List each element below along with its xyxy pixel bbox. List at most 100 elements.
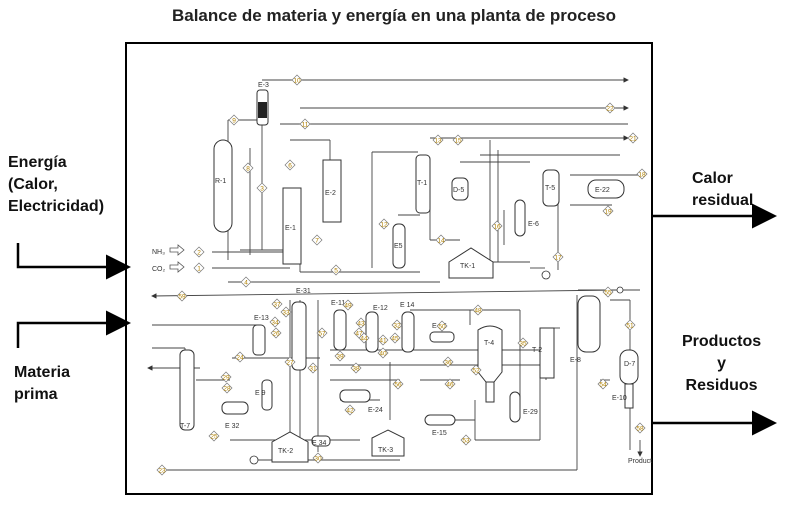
exchanger-e34 xyxy=(311,435,331,447)
svg-text:12: 12 xyxy=(380,221,388,228)
svg-text:59: 59 xyxy=(178,293,186,300)
tag-e3: E-3 xyxy=(258,82,269,89)
svg-text:49: 49 xyxy=(344,302,352,309)
tag-e32: E 32 xyxy=(225,423,240,430)
exchanger-e10 xyxy=(624,383,634,409)
tag-product: Product xyxy=(628,458,652,465)
svg-text:10: 10 xyxy=(293,77,301,84)
svg-text:28: 28 xyxy=(223,385,231,392)
tag-feed-co2: CO₂ xyxy=(152,266,166,273)
svg-text:48: 48 xyxy=(474,307,482,314)
tank-tk1 xyxy=(448,247,494,279)
tag-tk3: TK-3 xyxy=(378,447,393,454)
svg-text:53: 53 xyxy=(462,437,470,444)
svg-text:39: 39 xyxy=(336,353,344,360)
drum-d5 xyxy=(451,177,469,201)
column-t5 xyxy=(542,169,560,207)
column-e31 xyxy=(291,301,307,371)
stream-48: 48 xyxy=(472,304,484,316)
exchanger-e13 xyxy=(252,324,266,356)
energy-label-line-2: (Calor, xyxy=(8,176,58,193)
svg-text:14: 14 xyxy=(437,237,445,244)
svg-text:44: 44 xyxy=(360,335,368,342)
svg-text:57: 57 xyxy=(318,330,326,337)
svg-text:9: 9 xyxy=(232,117,236,124)
stream-12: 12 xyxy=(378,218,390,230)
svg-text:34: 34 xyxy=(271,319,279,326)
svg-text:36: 36 xyxy=(444,359,452,366)
svg-text:26: 26 xyxy=(272,330,280,337)
stream-45: 45 xyxy=(389,332,401,344)
svg-text:56: 56 xyxy=(394,381,402,388)
stream-27: 27 xyxy=(284,356,296,368)
stream-13: 13 xyxy=(432,134,444,146)
feed-arrows xyxy=(169,244,185,273)
stream-56: 56 xyxy=(392,378,404,390)
svg-text:4: 4 xyxy=(244,279,248,286)
tag-e1: E-1 xyxy=(285,225,296,232)
stream-59: 59 xyxy=(176,290,188,302)
tag-t1: T-1 xyxy=(417,180,427,187)
tag-e10: E-10 xyxy=(612,395,627,402)
stream-4: 4 xyxy=(240,276,252,288)
stream-16: 16 xyxy=(491,220,503,232)
svg-text:2: 2 xyxy=(197,249,201,256)
stream-40: 40 xyxy=(377,347,389,359)
column-e5 xyxy=(392,223,406,269)
svg-text:41: 41 xyxy=(379,337,387,344)
stream-37: 37 xyxy=(271,298,283,310)
svg-text:15: 15 xyxy=(454,137,462,144)
stream-54: 54 xyxy=(597,378,609,390)
svg-text:13: 13 xyxy=(434,137,442,144)
exchanger-e32 xyxy=(221,401,249,415)
stream-49: 49 xyxy=(342,299,354,311)
tag-e8: E-8 xyxy=(570,357,581,364)
svg-text:43: 43 xyxy=(357,320,365,327)
tag-e6: E-6 xyxy=(528,221,539,228)
stream-36: 36 xyxy=(442,356,454,368)
tag-t7: T-7 xyxy=(180,423,190,430)
svg-text:29: 29 xyxy=(222,374,230,381)
tag-e31: E-31 xyxy=(296,288,311,295)
svg-text:11: 11 xyxy=(302,121,309,128)
svg-text:8: 8 xyxy=(246,165,250,172)
tag-e2: E-2 xyxy=(325,190,336,197)
stream-39: 39 xyxy=(334,350,346,362)
stream-25: 25 xyxy=(208,430,220,442)
tag-e15: E-15 xyxy=(432,430,447,437)
tag-feed-nh3: NH₃ xyxy=(152,249,165,256)
stream-6: 6 xyxy=(284,159,296,171)
stream-50: 50 xyxy=(436,320,448,332)
stream-15: 15 xyxy=(452,134,464,146)
tag-tk1: TK-1 xyxy=(460,263,475,270)
svg-text:51: 51 xyxy=(626,322,634,329)
energy-label-line-1: Energía xyxy=(8,154,67,171)
stream-42: 42 xyxy=(344,404,356,416)
materia-label-line-1: Materia xyxy=(14,364,71,381)
productos-label-line-2: y xyxy=(717,355,727,372)
svg-text:16: 16 xyxy=(493,223,501,230)
svg-text:32: 32 xyxy=(393,322,401,329)
tag-e9: E 9 xyxy=(255,390,266,397)
stream-33: 33 xyxy=(280,306,292,318)
stream-24: 24 xyxy=(234,351,246,363)
svg-text:55: 55 xyxy=(604,289,612,296)
tag-t5: T-5 xyxy=(545,185,555,192)
energy-label-line-3: Electricidad) xyxy=(8,198,105,215)
svg-text:31: 31 xyxy=(309,365,317,372)
svg-text:7: 7 xyxy=(315,237,319,244)
exchanger-e24 xyxy=(339,389,371,403)
tag-d5: D-5 xyxy=(453,187,464,194)
stream-46: 46 xyxy=(444,378,456,390)
exchanger-e15 xyxy=(424,414,456,426)
productos-label-line-3: Residuos xyxy=(685,377,758,394)
stream-43: 43 xyxy=(355,317,367,329)
stream-35: 35 xyxy=(517,337,529,349)
stream-14: 14 xyxy=(435,234,447,246)
stream-38: 38 xyxy=(350,362,362,374)
tag-e14: E 14 xyxy=(400,302,415,309)
svg-text:52: 52 xyxy=(472,367,480,374)
stream-1: 1 xyxy=(193,262,205,274)
